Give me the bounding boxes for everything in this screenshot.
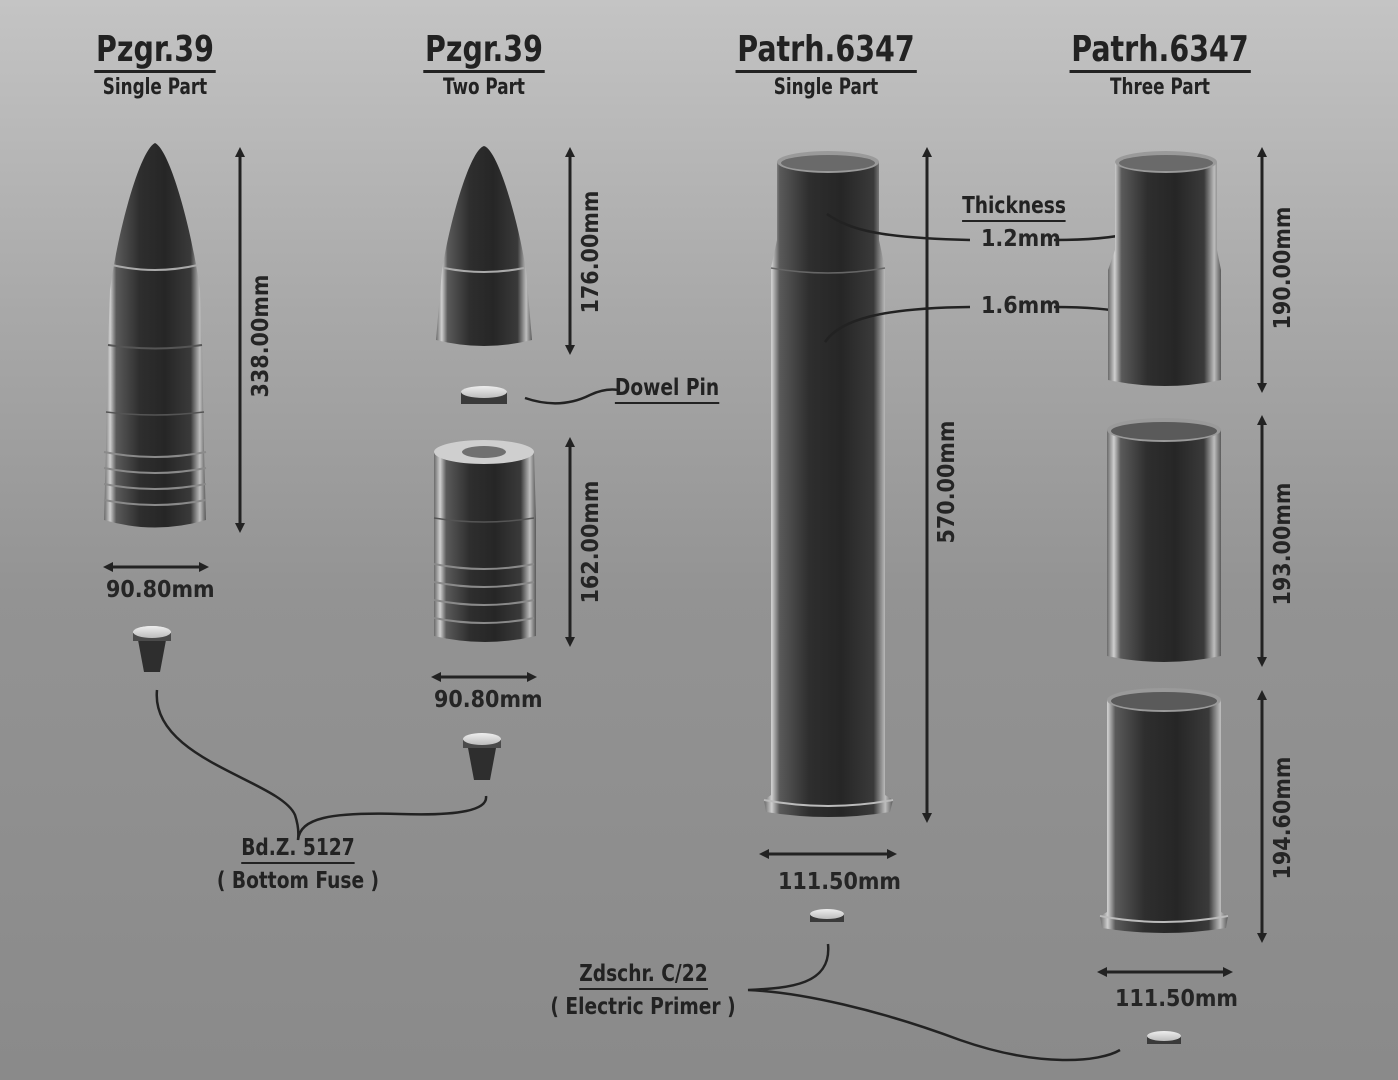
dowel-pin-callout: Dowel Pin (609, 374, 725, 404)
primer-name: Zdschr. C/22 (578, 960, 708, 990)
thickness-heading: Thickness (956, 192, 1071, 222)
primer-leader-line (747, 943, 1121, 1062)
thickness-title: Thickness (962, 192, 1066, 222)
patrh-three-middle (1107, 418, 1221, 662)
bottom-fuse-callout: Bd.Z. 5127 ( Bottom Fuse ) (208, 834, 388, 898)
thickness-leader (826, 212, 971, 242)
dowel-pin-label: Dowel Pin (614, 374, 720, 404)
dimension-label: 570.00mm (934, 420, 960, 544)
column-subtitle: Single Part (102, 75, 208, 100)
column-subtitle: Three Part (1110, 75, 1210, 100)
electric-primer-callout: Zdschr. C/22 ( Electric Primer ) (540, 960, 746, 1024)
dimension-label: 111.50mm (778, 869, 901, 895)
dowel-pin-leader (524, 388, 619, 405)
dimension-label: 194.60mm (1270, 756, 1296, 880)
column-title-patrh-three: Patrh.6347 Three Part (1057, 30, 1263, 103)
column-title-pzgr-two: Pzgr.39 Two Part (415, 30, 553, 103)
electric-primer-part (810, 909, 844, 922)
pzgr-two-nose (436, 146, 532, 346)
electric-primer-part (1147, 1031, 1181, 1044)
column-title: Pzgr.39 (94, 30, 216, 73)
pzgr-two-body (433, 440, 536, 642)
dimension-label: 162.00mm (578, 480, 604, 604)
fuse-name: Bd.Z. 5127 (241, 834, 355, 864)
thickness-value-upper: 1.2mm (981, 226, 1061, 252)
dimension-label: 90.80mm (434, 687, 543, 713)
patrh-three-top (1108, 151, 1221, 386)
column-title-patrh-single: Patrh.6347 Single Part (723, 30, 929, 103)
thickness-leader (823, 305, 971, 343)
primer-description: ( Electric Primer ) (550, 994, 736, 1020)
dimension-label: 90.80mm (106, 577, 215, 603)
dimension-label: 111.50mm (1115, 986, 1238, 1012)
pzgr-single-shell (103, 143, 207, 528)
column-title: Patrh.6347 (1069, 30, 1251, 73)
dimension-label: 176.00mm (578, 190, 604, 314)
patrh-single-case (763, 151, 894, 817)
fuse-description: ( Bottom Fuse ) (216, 868, 380, 894)
column-title-pzgr-single: Pzgr.39 Single Part (86, 30, 224, 103)
dimension-label: 190.00mm (1270, 206, 1296, 330)
dimension-label: 193.00mm (1270, 482, 1296, 606)
patrh-three-bottom (1099, 688, 1229, 933)
bottom-fuse-part (463, 733, 501, 780)
dimension-label: 338.00mm (248, 274, 274, 398)
fuse-leader-line (155, 689, 488, 841)
thickness-value-lower: 1.6mm (981, 293, 1061, 319)
dowel-pin-part (461, 386, 507, 404)
column-subtitle: Two Part (443, 75, 525, 100)
column-title: Pzgr.39 (423, 30, 545, 73)
bottom-fuse-part (133, 626, 171, 672)
column-subtitle: Single Part (773, 75, 879, 100)
column-title: Patrh.6347 (735, 30, 917, 73)
